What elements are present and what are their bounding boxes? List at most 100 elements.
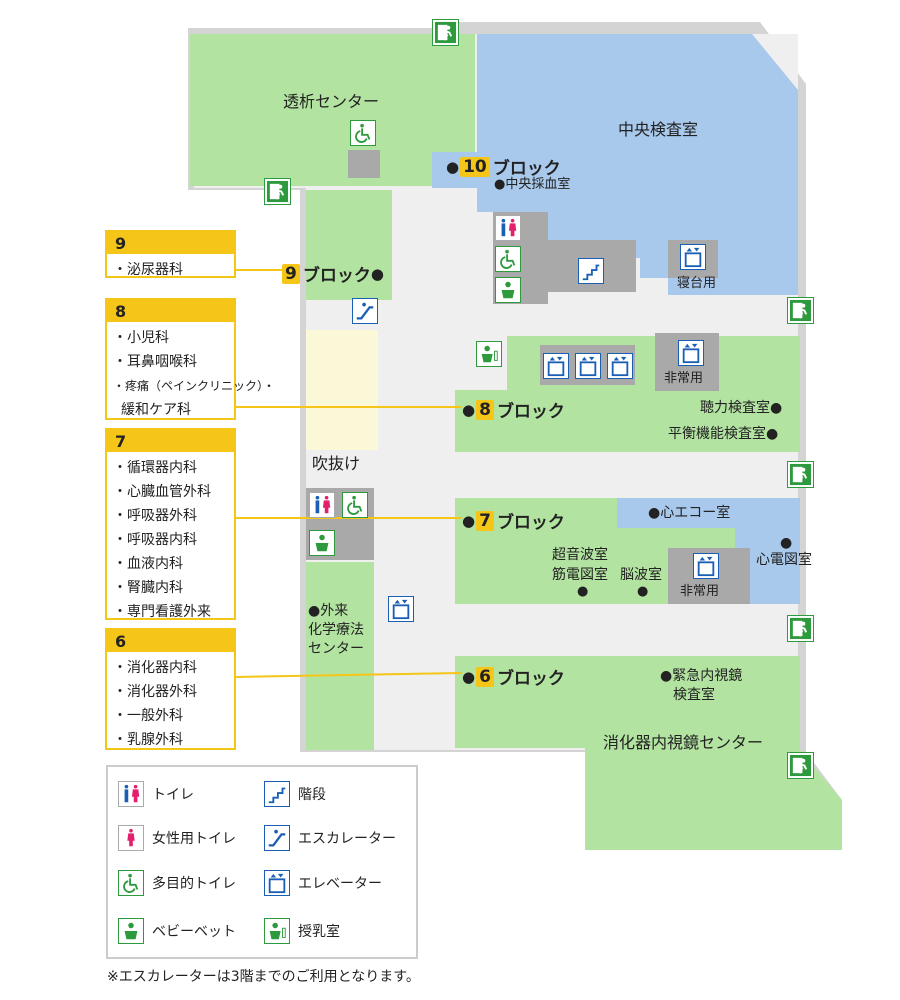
block-number: 9 bbox=[282, 263, 300, 284]
room-chemo-3: センター bbox=[308, 641, 364, 657]
dept-item: ・心臓血管外科 bbox=[113, 484, 211, 500]
elevator-icon bbox=[543, 353, 569, 379]
room-endoscopy-emergency: ●緊急内視鏡 bbox=[660, 668, 743, 684]
dept-box-number: 6 bbox=[107, 630, 234, 652]
block-number: 7 bbox=[476, 510, 494, 531]
legend-label: ベビーベット bbox=[152, 924, 236, 940]
room-balance: 平衡機能検査室● bbox=[668, 426, 779, 442]
elevator-icon bbox=[693, 553, 719, 579]
legend-item-stairs: 階段 bbox=[264, 781, 326, 807]
atrium-area bbox=[306, 330, 378, 450]
block8-corridor-gap2 bbox=[720, 336, 800, 390]
block-dot: ● bbox=[462, 667, 476, 686]
emergency-exit-icon bbox=[787, 461, 814, 488]
emergency-exit-icon bbox=[264, 178, 291, 205]
legend-item-restroom: トイレ bbox=[118, 781, 194, 807]
legend-item-accessible-restroom: 多目的トイレ bbox=[118, 870, 236, 896]
legend-label: トイレ bbox=[152, 787, 194, 803]
room-chemo-2: 化学療法 bbox=[308, 622, 364, 638]
dept-box-9: 9 ・泌尿器科 bbox=[105, 230, 236, 278]
dept-box-7: 7 ・循環器内科 ・心臓血管外科 ・呼吸器外科 ・呼吸器内科 ・血液内科 ・腎臓… bbox=[105, 428, 236, 620]
dept-box-8: 8 ・小児科 ・耳鼻咽喉科 ・疼痛（ペインクリニック）・ 緩和ケア科 bbox=[105, 298, 275, 420]
block-number: 8 bbox=[476, 399, 494, 420]
dept-box-number: 7 bbox=[107, 430, 234, 452]
dept-item: 緩和ケア科 bbox=[121, 402, 191, 418]
restroom-icon bbox=[309, 492, 335, 518]
legend-label: 女性用トイレ bbox=[152, 831, 236, 847]
room-emergency-1: 非常用 bbox=[664, 371, 704, 386]
echo-room bbox=[617, 498, 735, 528]
room-emergency-2: 非常用 bbox=[680, 584, 720, 599]
womens-restroom-icon bbox=[118, 825, 144, 851]
block-dot: ● bbox=[370, 264, 384, 283]
escalator-icon bbox=[264, 825, 290, 851]
room-endoscopy-exam: 検査室 bbox=[673, 687, 715, 703]
room-atrium: 吹抜け bbox=[312, 454, 361, 473]
stairs-icon bbox=[578, 258, 604, 284]
block-number: 6 bbox=[476, 666, 494, 687]
block-text: ブロック bbox=[496, 669, 565, 689]
escalator-note: ※エスカレーターは3階までのご利用となります。 bbox=[107, 969, 420, 985]
connector-6 bbox=[235, 672, 463, 678]
dept-item: ・疼痛（ペインクリニック）・ bbox=[113, 379, 276, 393]
dept-box-6: 6 ・消化器内科 ・消化器外科 ・一般外科 ・乳腺外科 bbox=[105, 628, 236, 750]
dept-item: ・耳鼻咽喉科 bbox=[113, 354, 197, 370]
block-text: ブロック bbox=[496, 513, 565, 533]
ecg-dot: ● bbox=[780, 535, 793, 551]
nursing-room-icon bbox=[476, 341, 502, 367]
block9-room bbox=[306, 190, 392, 300]
escalator-icon bbox=[352, 298, 378, 324]
central-lab-room bbox=[432, 34, 798, 295]
room-hearing: 聴力検査室● bbox=[700, 400, 783, 416]
elevator-icon bbox=[264, 870, 290, 896]
legend-label: エスカレーター bbox=[298, 831, 396, 847]
restroom-icon bbox=[495, 215, 521, 241]
stairs-icon bbox=[264, 781, 290, 807]
room-ecg: 心電図室 bbox=[756, 552, 812, 568]
dialysis-storage bbox=[348, 150, 380, 178]
legend-item-elevator: エレベーター bbox=[264, 870, 382, 896]
eeg-dot: ● bbox=[637, 584, 649, 599]
legend-label: エレベーター bbox=[298, 876, 382, 892]
room-chemo-1: ●外来 bbox=[308, 603, 349, 619]
baby-bed-icon bbox=[495, 277, 521, 303]
room-bed-use: 寝台用 bbox=[677, 276, 717, 291]
elevator-icon bbox=[607, 353, 633, 379]
restroom-icon bbox=[118, 781, 144, 807]
block-dot: ● bbox=[462, 511, 476, 530]
legend-item-womens-restroom: 女性用トイレ bbox=[118, 825, 236, 851]
dept-list: ・泌尿器科 bbox=[107, 254, 234, 284]
dialysis-room bbox=[190, 34, 475, 186]
room-emg: 筋電図室 bbox=[552, 567, 608, 583]
dept-list: ・小児科 ・耳鼻咽喉科 ・疼痛（ペインクリニック）・ 緩和ケア科 bbox=[107, 322, 276, 424]
dept-item: ・専門看護外来 bbox=[113, 604, 211, 620]
block-number: 10 bbox=[460, 156, 490, 177]
dept-item: ・呼吸器外科 bbox=[113, 508, 197, 524]
dept-item: ・呼吸器内科 bbox=[113, 532, 197, 548]
emg-dot: ● bbox=[577, 584, 589, 599]
emergency-exit-icon bbox=[432, 19, 459, 46]
dept-item: ・消化器内科 bbox=[113, 660, 197, 676]
dept-item: ・消化器外科 bbox=[113, 684, 197, 700]
baby-bed-icon bbox=[309, 530, 335, 556]
room-eeg: 脳波室 bbox=[620, 567, 662, 583]
emergency-exit-icon bbox=[787, 297, 814, 324]
legend-item-baby-bed: ベビーベット bbox=[118, 918, 236, 944]
emergency-exit-icon bbox=[787, 615, 814, 642]
room-dialysis: 透析センター bbox=[283, 92, 380, 111]
legend-label: 多目的トイレ bbox=[152, 876, 236, 892]
room-echo: ●心エコー室 bbox=[648, 505, 731, 521]
dept-item: ・乳腺外科 bbox=[113, 732, 183, 748]
chemo-room bbox=[306, 562, 374, 750]
accessible-restroom-icon bbox=[495, 246, 521, 272]
legend-item-nursing-room: 授乳室 bbox=[264, 918, 340, 944]
block-dot: ● bbox=[462, 400, 476, 419]
dept-item: ・一般外科 bbox=[113, 708, 183, 724]
block-text: ブロック bbox=[496, 402, 565, 422]
room-blood-collection: ●中央採血室 bbox=[494, 177, 571, 192]
